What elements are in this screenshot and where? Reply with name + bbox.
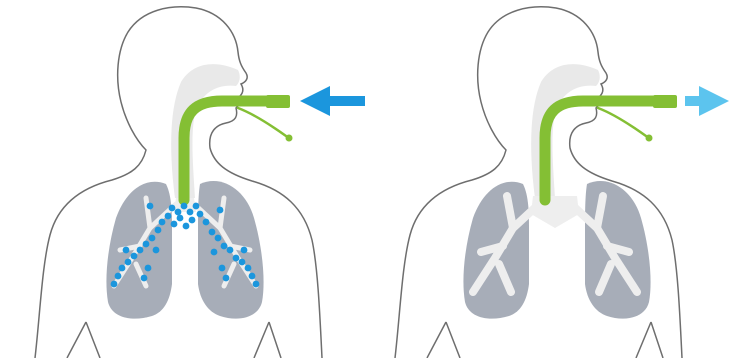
- particle-dot: [149, 235, 156, 242]
- particle-dot: [115, 273, 122, 280]
- tube-connector: [266, 95, 290, 108]
- particle-dot: [227, 247, 234, 254]
- particle-dot: [145, 265, 152, 272]
- particle-dot: [175, 209, 182, 216]
- body-inner-line-left: [427, 322, 460, 358]
- body-inner-line-left: [67, 322, 100, 358]
- particle-dot: [209, 229, 216, 236]
- particle-dot: [221, 243, 228, 250]
- panel-exhalation: [365, 0, 730, 358]
- particle-dot: [111, 281, 118, 288]
- body-inner-line-right: [636, 322, 663, 358]
- breathing-tube: [184, 101, 286, 200]
- arrow-left-icon: [300, 86, 365, 116]
- particle-dot: [211, 249, 218, 256]
- particle-dot: [253, 281, 260, 288]
- particle-dot: [187, 209, 194, 216]
- particle-dot: [155, 227, 162, 234]
- particle-dot: [217, 207, 224, 214]
- arrow-right-icon: [685, 86, 729, 116]
- particle-dot: [219, 265, 226, 272]
- particle-dot: [239, 259, 246, 266]
- tube-tip: [646, 135, 653, 142]
- particle-dot: [143, 241, 150, 248]
- particle-dot: [165, 213, 172, 220]
- particle-dot: [183, 223, 190, 230]
- particle-dot: [245, 265, 252, 272]
- particle-dot: [193, 203, 200, 210]
- particle-dot: [153, 247, 160, 254]
- particle-dot: [125, 259, 132, 266]
- exhalation-diagram: [365, 0, 730, 358]
- particle-dot: [171, 221, 178, 228]
- tube-tip: [286, 135, 293, 142]
- panel-inhalation: [0, 0, 365, 358]
- inhalation-diagram: [0, 0, 365, 358]
- particle-dot: [197, 211, 204, 218]
- particle-dot: [181, 203, 188, 210]
- particle-dot: [241, 247, 248, 254]
- particle-dot: [141, 275, 148, 282]
- particle-dot: [177, 215, 184, 222]
- particle-dot: [159, 219, 166, 226]
- body-inner-line-right: [254, 322, 281, 358]
- particle-dot: [131, 253, 138, 260]
- tube-connector: [653, 95, 677, 108]
- trachea-fork: [531, 196, 579, 228]
- particle-dot: [169, 205, 176, 212]
- particle-dot: [215, 235, 222, 242]
- particle-dot: [189, 217, 196, 224]
- particle-dot: [223, 275, 230, 282]
- particle-dot: [203, 219, 210, 226]
- particle-dot: [119, 265, 126, 272]
- particle-dot: [147, 203, 154, 210]
- particle-dot: [123, 247, 130, 254]
- particle-dot: [249, 273, 256, 280]
- particle-dot: [233, 255, 240, 262]
- particle-dot: [137, 247, 144, 254]
